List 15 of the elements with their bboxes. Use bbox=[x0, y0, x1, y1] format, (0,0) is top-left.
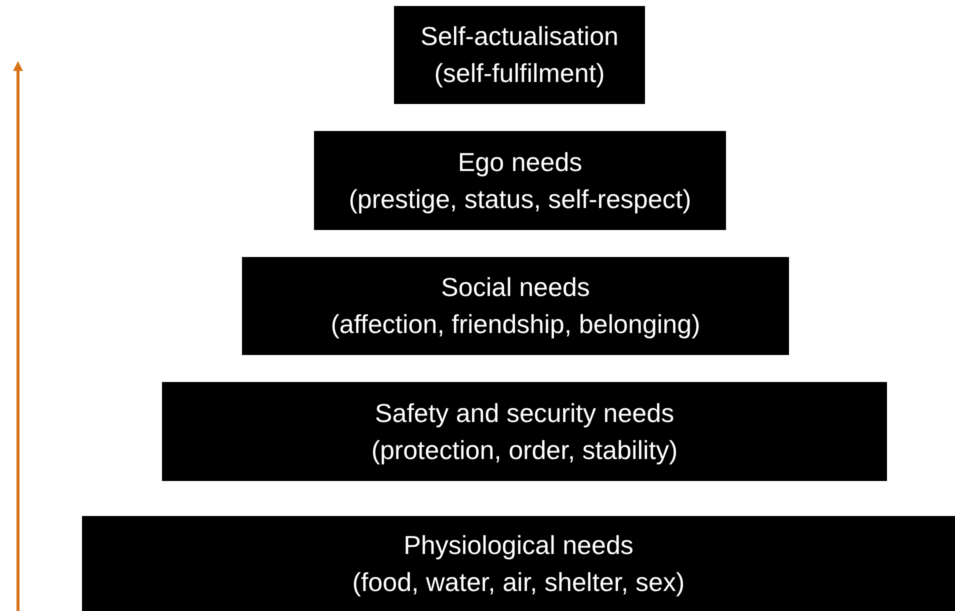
pyramid-level-box bbox=[162, 382, 887, 481]
pyramid-level-box bbox=[314, 131, 726, 230]
pyramid-level-box bbox=[242, 257, 789, 355]
level-heading: Self-actualisation bbox=[420, 20, 618, 53]
level-description: (protection, order, stability) bbox=[371, 434, 678, 466]
level-heading: Physiological needs bbox=[404, 528, 634, 562]
level-description: (affection, friendship, belonging) bbox=[330, 308, 700, 341]
level-description: (food, water, air, shelter, sex) bbox=[352, 566, 685, 598]
level-description: (prestige, status, self-respect) bbox=[348, 182, 692, 216]
level-heading: Ego needs bbox=[458, 146, 582, 178]
pyramid-level-box bbox=[394, 6, 645, 104]
level-description: (self-fulfilment) bbox=[434, 57, 605, 90]
level-heading: Safety and security needs bbox=[374, 396, 674, 430]
pyramid-level-box bbox=[82, 516, 955, 611]
level-heading: Social needs bbox=[441, 271, 590, 304]
